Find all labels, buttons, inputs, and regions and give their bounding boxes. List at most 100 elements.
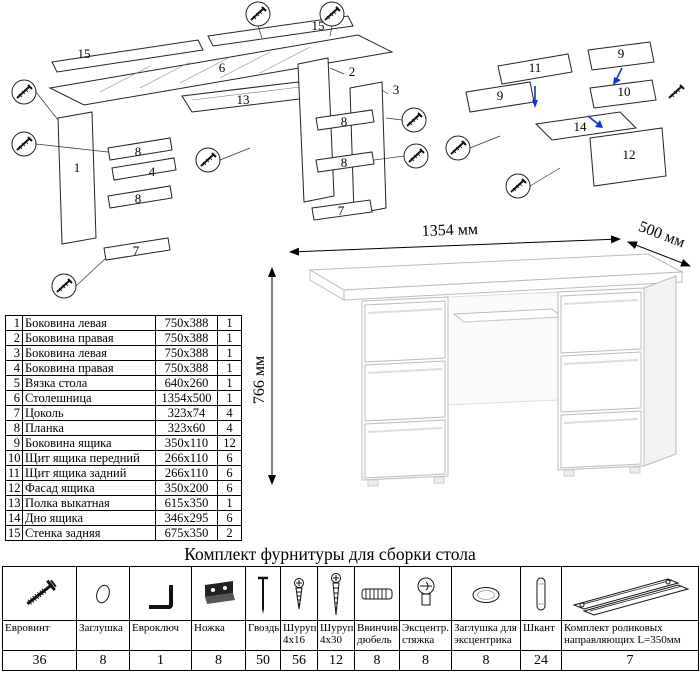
hardware-icon-cell <box>451 566 521 621</box>
part-size: 323x74 <box>155 405 218 421</box>
hardware-icon-cell <box>280 566 318 621</box>
part-name: Щит ящика передний <box>22 450 156 466</box>
hardware-qty: 8 <box>191 650 246 671</box>
part-qty: 1 <box>217 360 242 376</box>
hardware-name: Шкант <box>520 620 562 651</box>
part-qty: 6 <box>217 510 242 526</box>
hardware-qty: 50 <box>245 650 281 671</box>
part-num: 5 <box>5 375 23 391</box>
threaded-dowel-icon <box>361 588 393 599</box>
hardware-name: Евроключ <box>129 620 192 651</box>
hardware-name-row: Евровинт Заглушка Евроключ Ножка Гвоздь … <box>2 620 699 651</box>
part-num: 15 <box>5 525 23 541</box>
part-label: 3 <box>393 82 400 97</box>
part-label: 8 <box>135 191 142 206</box>
drawer-assembly-diagram: 11 9 9 10 14 12 <box>445 41 685 199</box>
part-qty: 12 <box>217 435 242 451</box>
hardware-name: Шуруп 4x30 <box>317 620 355 651</box>
hardware-name: Евровинт <box>2 620 77 651</box>
part-label: 9 <box>618 46 625 61</box>
drawer-rails-icon <box>572 577 690 616</box>
part-size: 750x388 <box>155 360 218 376</box>
hardware-qty: 8 <box>451 650 521 671</box>
part-qty: 2 <box>217 525 242 541</box>
part-label: 11 <box>529 60 542 75</box>
part-label: 8 <box>341 155 348 170</box>
part-size: 350x200 <box>155 480 218 496</box>
hardware-icon-cell <box>317 566 355 621</box>
hardware-kit-title: Комплект фурнитуры для сборки стола <box>184 544 476 564</box>
part-name: Цоколь <box>22 405 156 421</box>
part-name: Стенка задняя <box>22 525 156 541</box>
exploded-callouts <box>11 1 429 299</box>
hardware-icon-cell <box>520 566 562 621</box>
screw-short-icon <box>294 577 304 609</box>
exploded-assembly-diagram: 15 6 15 1 8 4 8 7 13 2 8 8 7 3 <box>11 1 429 299</box>
exploded-parts <box>48 15 394 261</box>
part-qty: 1 <box>217 495 242 511</box>
desk-dimension-figure: 1354 мм 500 мм 766 мм <box>251 218 691 487</box>
hardware-icon-cell <box>354 566 400 621</box>
part-name: Боковина левая <box>22 345 156 361</box>
part-size: 615x350 <box>155 495 218 511</box>
part-label: 15 <box>78 46 91 61</box>
part-num: 6 <box>5 390 23 406</box>
hardware-qty-row: 36 8 1 8 50 56 12 8 8 8 24 7 <box>2 650 699 671</box>
part-name: Полка выкатная <box>22 495 156 511</box>
hardware-icon-cell <box>191 566 246 621</box>
part-label: 15 <box>312 18 325 33</box>
part-num: 1 <box>5 315 23 331</box>
part-num: 14 <box>5 510 23 526</box>
hardware-name: Шуруп 4x16 <box>280 620 318 651</box>
part-name: Щит ящика задний <box>22 465 156 481</box>
hardware-icon-cell <box>76 566 130 621</box>
part-label: 1 <box>74 160 81 175</box>
part-label: 10 <box>618 84 631 99</box>
part-qty: 1 <box>217 390 242 406</box>
width-dimension: 1354 мм <box>421 221 478 240</box>
part-qty: 1 <box>217 315 242 331</box>
part-size: 266x110 <box>155 465 218 481</box>
part-name: Боковина правая <box>22 360 156 376</box>
hardware-name: Заглушка <box>76 620 130 651</box>
part-qty: 6 <box>217 465 242 481</box>
part-num: 12 <box>5 480 23 496</box>
cam-cap-icon <box>472 586 500 603</box>
hardware-icon-cell <box>245 566 281 621</box>
hexkey-icon <box>148 584 173 609</box>
part-num: 13 <box>5 495 23 511</box>
part-size: 323x60 <box>155 420 218 436</box>
hardware-icon-cell <box>129 566 192 621</box>
depth-dimension: 500 мм <box>636 218 687 251</box>
exploded-part-labels: 15 6 15 1 8 4 8 7 13 2 8 8 7 3 <box>74 18 400 258</box>
part-num: 11 <box>5 465 23 481</box>
part-name: Боковина левая <box>22 315 156 331</box>
drawer-parts <box>465 41 667 187</box>
part-qty: 6 <box>217 480 242 496</box>
part-label: 8 <box>135 144 142 159</box>
part-size: 346x295 <box>155 510 218 526</box>
hardware-qty: 8 <box>399 650 452 671</box>
hardware-qty: 12 <box>317 650 355 671</box>
part-num: 4 <box>5 360 23 376</box>
part-qty: 6 <box>217 450 242 466</box>
hardware-qty: 24 <box>520 650 562 671</box>
hardware-qty: 36 <box>2 650 77 671</box>
part-size: 675x350 <box>155 525 218 541</box>
hardware-icon-row <box>2 566 699 621</box>
hardware-qty: 7 <box>561 650 699 671</box>
part-num: 9 <box>5 435 23 451</box>
hardware-name: Ножка <box>191 620 246 651</box>
part-qty: 4 <box>217 420 242 436</box>
part-size: 640x260 <box>155 375 218 391</box>
